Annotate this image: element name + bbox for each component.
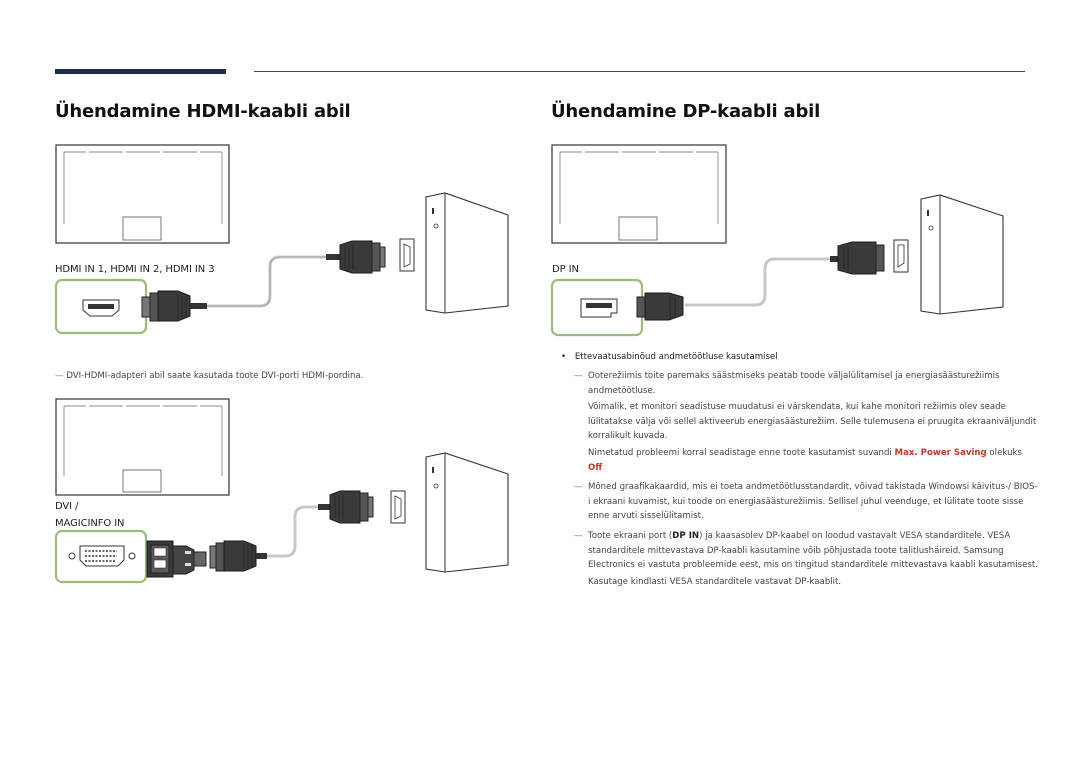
dp-note-3a: Toote ekraani port (DP IN) ja kaasasolev… xyxy=(588,529,1038,573)
section-accent-bar xyxy=(55,69,226,74)
dp-monitor xyxy=(551,144,727,244)
dp-bullet-text: Ettevaatusabinõud andmetöötluse kasutami… xyxy=(574,352,778,362)
dvi-pc-port xyxy=(390,490,406,524)
hdmi-plug-lower xyxy=(141,290,207,322)
hdmi-pc-tower xyxy=(425,192,509,314)
dp-plug-upper xyxy=(830,241,885,275)
dvi-cable xyxy=(267,505,318,558)
dp-note-2-text: Mõned graafikakaardid, mis ei toeta andm… xyxy=(588,482,1038,522)
hdmi-port-label: HDMI IN 1, HDMI IN 2, HDMI IN 3 xyxy=(55,264,215,275)
max-power-saving-option: Max. Power Saving xyxy=(894,447,987,458)
dp-note-3b: Kasutage kindlasti VESA standarditele va… xyxy=(588,576,842,587)
dp-note-1c: Nimetatud probleemi korral seadistage en… xyxy=(588,446,1038,475)
dvi-adapter xyxy=(146,540,207,578)
hdmi-pc-port xyxy=(399,238,415,272)
off-value: Off xyxy=(588,462,603,473)
bullet-dot: • xyxy=(561,352,567,362)
dvi-port-label-line2: MAGICINFO IN xyxy=(55,518,125,529)
hdmi-note: — DVI-HDMI-adapteri abil saate kasutada … xyxy=(55,369,415,384)
dp-note-3-post: ) ja kaasasolev DP-kaabel on loodud vast… xyxy=(588,531,1039,571)
dvi-plug-upper xyxy=(318,490,374,524)
dvi-port-label-line1: DVI / xyxy=(55,501,79,512)
dp-heading: Ühendamine DP-kaabli abil xyxy=(551,101,821,122)
note-dash: — xyxy=(574,531,583,541)
hdmi-monitor xyxy=(55,144,230,244)
dp-note-1: — Ooterežiimis toite paremaks säästmisek… xyxy=(574,369,1038,475)
dp-note-3-port: DP IN xyxy=(672,531,700,541)
dvi-monitor xyxy=(55,398,230,496)
dp-note-1b: Võimalik, et monitori seadistuse muudatu… xyxy=(588,402,1037,442)
dp-note-1a: Ooterežiimis toite paremaks säästmiseks … xyxy=(588,371,1000,396)
hdmi-plug-upper xyxy=(326,240,386,274)
section-rule xyxy=(254,71,1025,72)
dp-note-2: — Mõned graafikakaardid, mis ei toeta an… xyxy=(574,480,1038,524)
dp-plug-lower xyxy=(636,292,684,321)
dp-pc-port xyxy=(893,239,909,273)
dp-note-3-pre: Toote ekraani port ( xyxy=(588,531,673,541)
dp-pc-tower xyxy=(920,194,1004,315)
dvi-plug-lower xyxy=(209,540,267,572)
dp-note-3: — Toote ekraani port (DP IN) ja kaasasol… xyxy=(574,529,1038,589)
dp-note-1c-pre: Nimetatud probleemi korral seadistage en… xyxy=(588,447,892,458)
dvi-port-label: DVI / MAGICINFO IN xyxy=(55,498,125,532)
hdmi-note-text: DVI-HDMI-adapteri abil saate kasutada to… xyxy=(66,371,364,381)
dp-cable xyxy=(685,257,835,307)
note-dash: — xyxy=(55,371,64,381)
dp-note-1c-mid: olekuks xyxy=(989,447,1022,458)
hdmi-heading: Ühendamine HDMI-kaabli abil xyxy=(55,101,351,122)
dp-bullet: • Ettevaatusabinõud andmetöötluse kasuta… xyxy=(561,350,778,365)
dp-port-label: DP IN xyxy=(552,264,579,275)
note-dash: — xyxy=(574,482,583,492)
dvi-pc-tower xyxy=(425,452,509,573)
note-dash: — xyxy=(574,371,583,381)
